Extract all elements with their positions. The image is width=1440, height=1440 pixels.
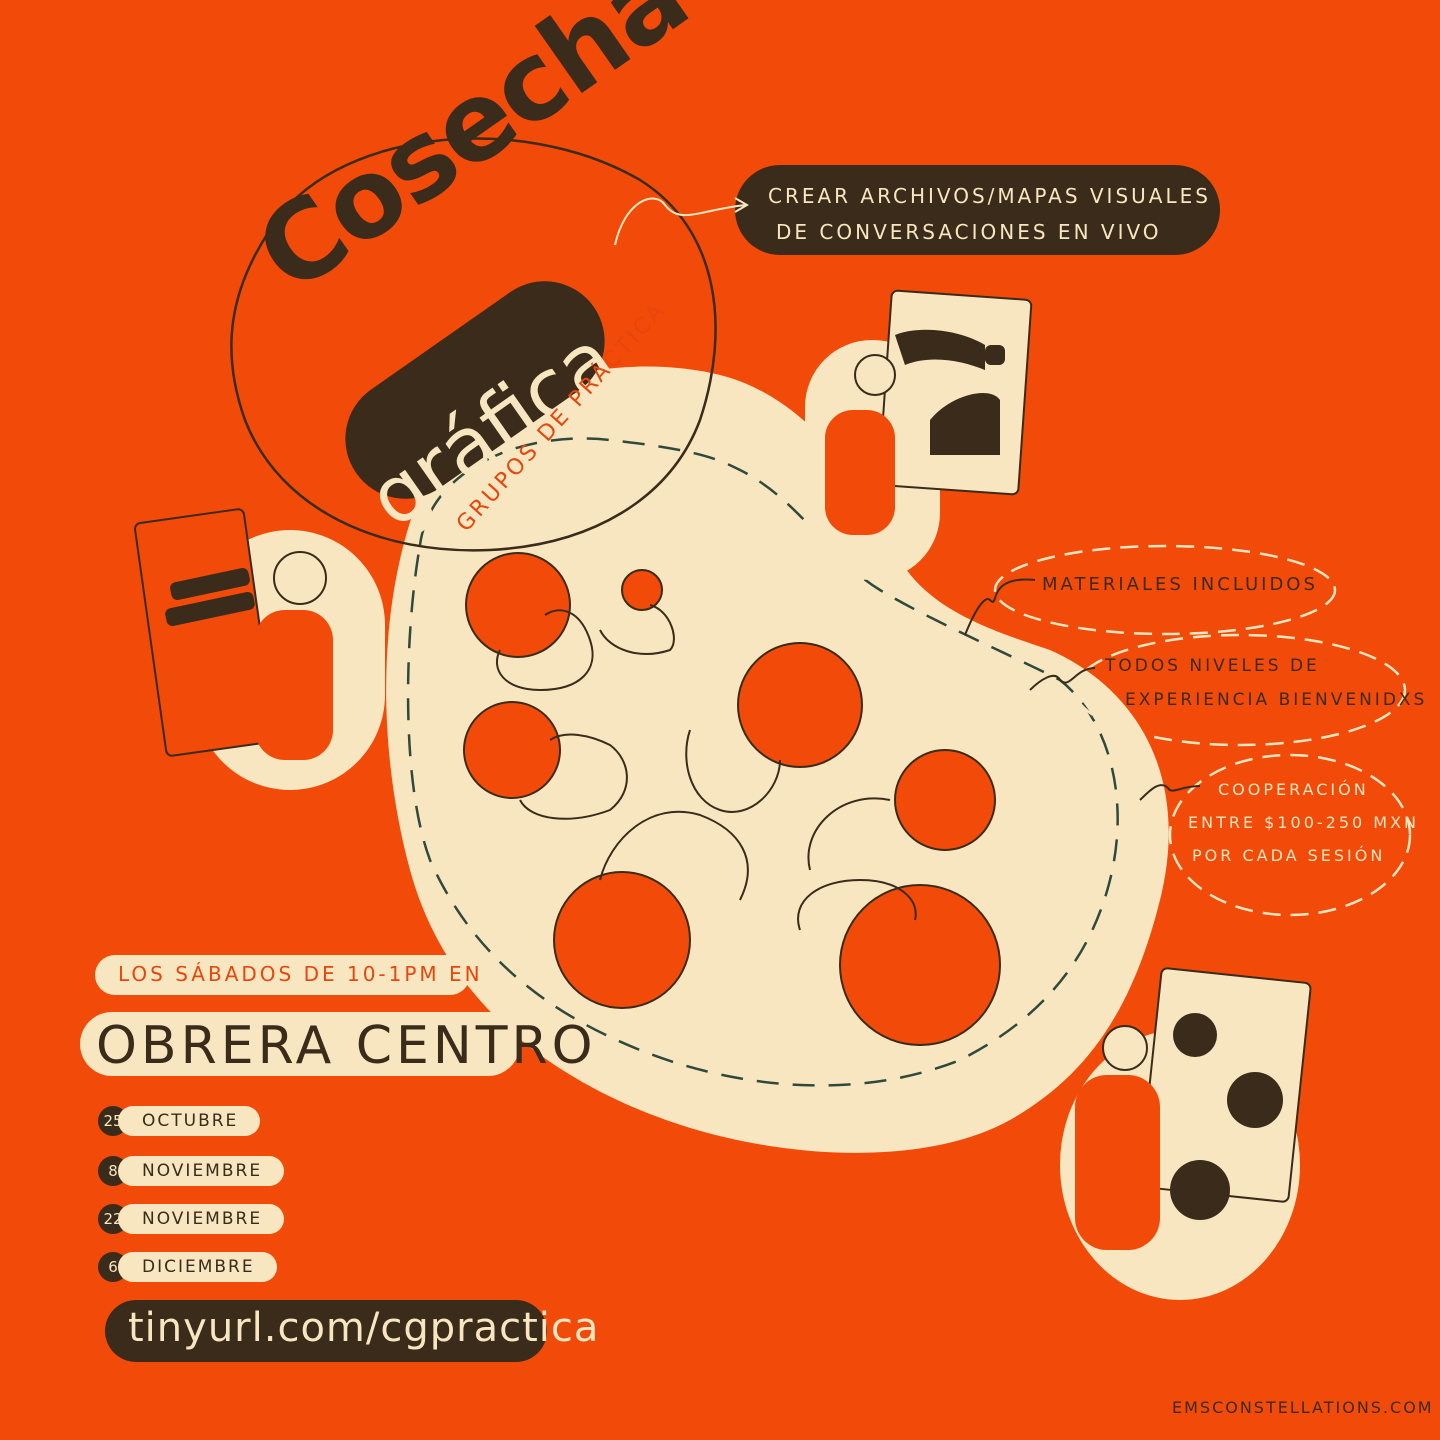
- registration-link[interactable]: tinyurl.com/cgpractica: [128, 1305, 600, 1351]
- top-right-person-head: [854, 354, 896, 396]
- feature-oval-3: [1168, 753, 1412, 917]
- venue-text: OBRERA CENTRO: [96, 1016, 597, 1076]
- title-bubble: [230, 137, 717, 552]
- top-right-sign: [877, 289, 1033, 496]
- date-month: NOVIEMBRE: [118, 1204, 285, 1234]
- bottom-right-sign: [1138, 967, 1312, 1203]
- feature-oval-1: [993, 544, 1337, 636]
- date-row: 25 OCTUBRE: [98, 1104, 261, 1138]
- feature-1: MATERIALES INCLUIDOS: [1042, 574, 1318, 595]
- people: [463, 552, 1001, 1046]
- left-person-body: [255, 610, 333, 760]
- grafica-pill: [345, 281, 605, 499]
- feature-3-line-1: COOPERACIÓN: [1218, 780, 1369, 799]
- purpose-line-1: CREAR ARCHIVOS/MAPAS VISUALES: [768, 184, 1211, 208]
- date-row: 6 DICIEMBRE: [98, 1250, 277, 1284]
- top-right-person-body: [825, 410, 895, 535]
- feature-arrow-1: [964, 578, 1036, 636]
- feature-3-line-3: POR CADA SESIÓN: [1192, 846, 1386, 865]
- feature-oval-2: [1073, 633, 1407, 747]
- bottom-right-person-body: [1075, 1075, 1160, 1250]
- date-row: 22 NOVIEMBRE: [98, 1202, 285, 1236]
- date-row: 8 NOVIEMBRE: [98, 1154, 285, 1188]
- date-month: NOVIEMBRE: [118, 1156, 285, 1186]
- feature-arrow-2: [1029, 667, 1096, 691]
- venue-pill: [80, 1012, 520, 1076]
- bottom-right-person-head: [1102, 1025, 1148, 1071]
- feature-3-line-2: ENTRE $100-250 MXN: [1188, 813, 1420, 832]
- dashed-outline: [406, 437, 1119, 1087]
- feature-2-line-1: TODOS NIVELES DE: [1105, 656, 1320, 676]
- credit: EMSCONSTELLATIONS.COM: [1172, 1398, 1434, 1417]
- feature-2-line-2: EXPERIENCIA BIENVENIDXS: [1125, 690, 1428, 710]
- feature-arrow-3: [1139, 784, 1201, 801]
- date-month: OCTUBRE: [118, 1106, 261, 1136]
- date-month: DICIEMBRE: [118, 1252, 277, 1282]
- purpose-line-2: DE CONVERSACIONES EN VIVO: [776, 220, 1162, 244]
- schedule-text: LOS SÁBADOS DE 10-1PM EN: [118, 962, 483, 986]
- purpose-arrow: [614, 197, 746, 246]
- schedule-pill: [95, 955, 470, 995]
- purpose-pill: [735, 165, 1220, 255]
- link-pill: [105, 1300, 547, 1362]
- bodies: [495, 604, 917, 931]
- left-person-head: [273, 551, 327, 605]
